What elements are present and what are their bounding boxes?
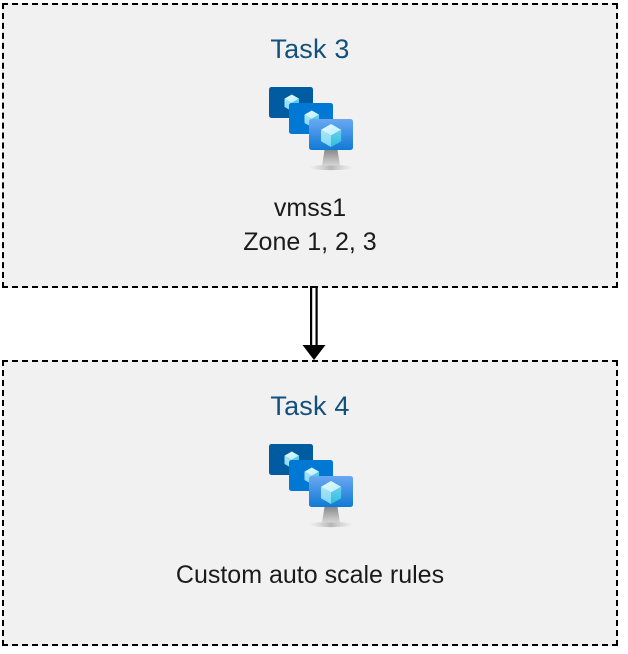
connector-arrow-task3-to-task4 xyxy=(292,286,336,362)
vm-scale-set-icon xyxy=(262,436,358,537)
vm-scale-set-icon xyxy=(262,79,358,180)
caption-line: Zone 1, 2, 3 xyxy=(243,227,377,256)
panel-caption-task-4: Custom auto scale rules xyxy=(176,559,444,593)
panel-title-task-4: Task 4 xyxy=(270,391,350,421)
panel-caption-task-3: vmss1 Zone 1, 2, 3 xyxy=(243,192,376,259)
task-panel-task-3: Task 3 xyxy=(2,3,618,288)
panel-title-task-3: Task 3 xyxy=(270,34,350,64)
caption-line: Custom auto scale rules xyxy=(175,561,445,589)
caption-line: vmss1 xyxy=(273,194,347,222)
task-panel-task-4: Task 4 xyxy=(2,360,618,646)
